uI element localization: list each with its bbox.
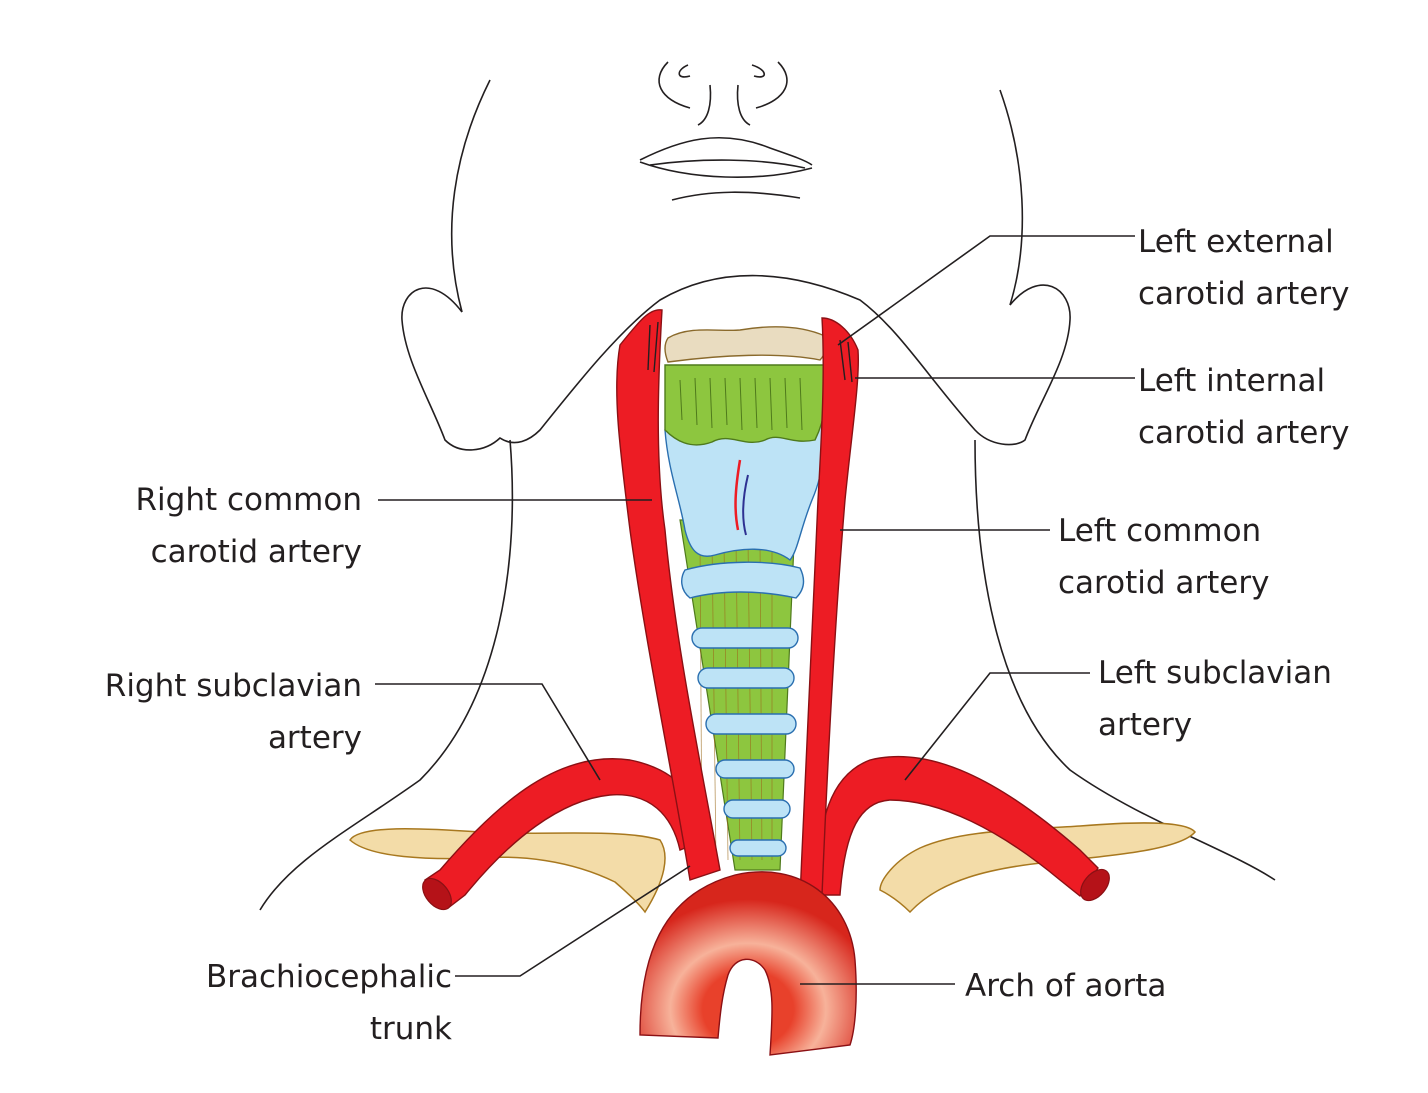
right-common-carotid-artery bbox=[616, 309, 721, 881]
label-line: carotid artery bbox=[1138, 276, 1350, 312]
label-line: artery bbox=[1098, 707, 1193, 743]
label-line: carotid artery bbox=[1058, 565, 1270, 601]
label-line: Left subclavian bbox=[1098, 655, 1332, 691]
larynx bbox=[664, 326, 828, 561]
leader-brachiocephalic bbox=[455, 865, 691, 977]
label-left-internal-carotid-artery: Left internal carotid artery bbox=[1138, 355, 1349, 459]
label-left-common-carotid-artery: Left common carotid artery bbox=[1058, 505, 1269, 609]
label-line: Left common bbox=[1058, 513, 1262, 549]
leader-left-external-carotid bbox=[837, 235, 1135, 346]
leader-right-subclavian bbox=[375, 683, 601, 781]
label-line: Left external bbox=[1138, 224, 1334, 260]
label-left-subclavian-artery: Left subclavian artery bbox=[1098, 647, 1332, 751]
head-outline bbox=[259, 79, 1276, 911]
label-line: artery bbox=[267, 720, 362, 756]
left-subclavian-artery bbox=[814, 755, 1110, 902]
face-features bbox=[639, 61, 813, 201]
leader-left-subclavian bbox=[904, 672, 1090, 781]
label-line: carotid artery bbox=[150, 534, 362, 570]
label-right-common-carotid-artery: Right common carotid artery bbox=[135, 474, 362, 578]
label-right-subclavian-artery: Right subclavian artery bbox=[105, 660, 362, 764]
left-common-carotid-artery bbox=[799, 317, 859, 899]
leader-lines bbox=[375, 235, 1135, 985]
label-line: Right subclavian bbox=[104, 668, 362, 704]
label-brachiocephalic-trunk: Brachiocephalic trunk bbox=[206, 951, 452, 1055]
label-arch-of-aorta: Arch of aorta bbox=[965, 960, 1166, 1012]
label-line: carotid artery bbox=[1138, 415, 1350, 451]
arch-of-aorta bbox=[639, 871, 857, 1056]
label-line: Brachiocephalic bbox=[206, 959, 452, 995]
label-line: Arch of aorta bbox=[965, 968, 1167, 1004]
label-line: Right common bbox=[135, 482, 362, 518]
trachea bbox=[679, 519, 805, 871]
label-left-external-carotid-artery: Left external carotid artery bbox=[1138, 216, 1349, 320]
label-line: trunk bbox=[369, 1011, 452, 1047]
right-subclavian-artery bbox=[422, 758, 706, 911]
label-line: Left internal bbox=[1138, 363, 1326, 399]
